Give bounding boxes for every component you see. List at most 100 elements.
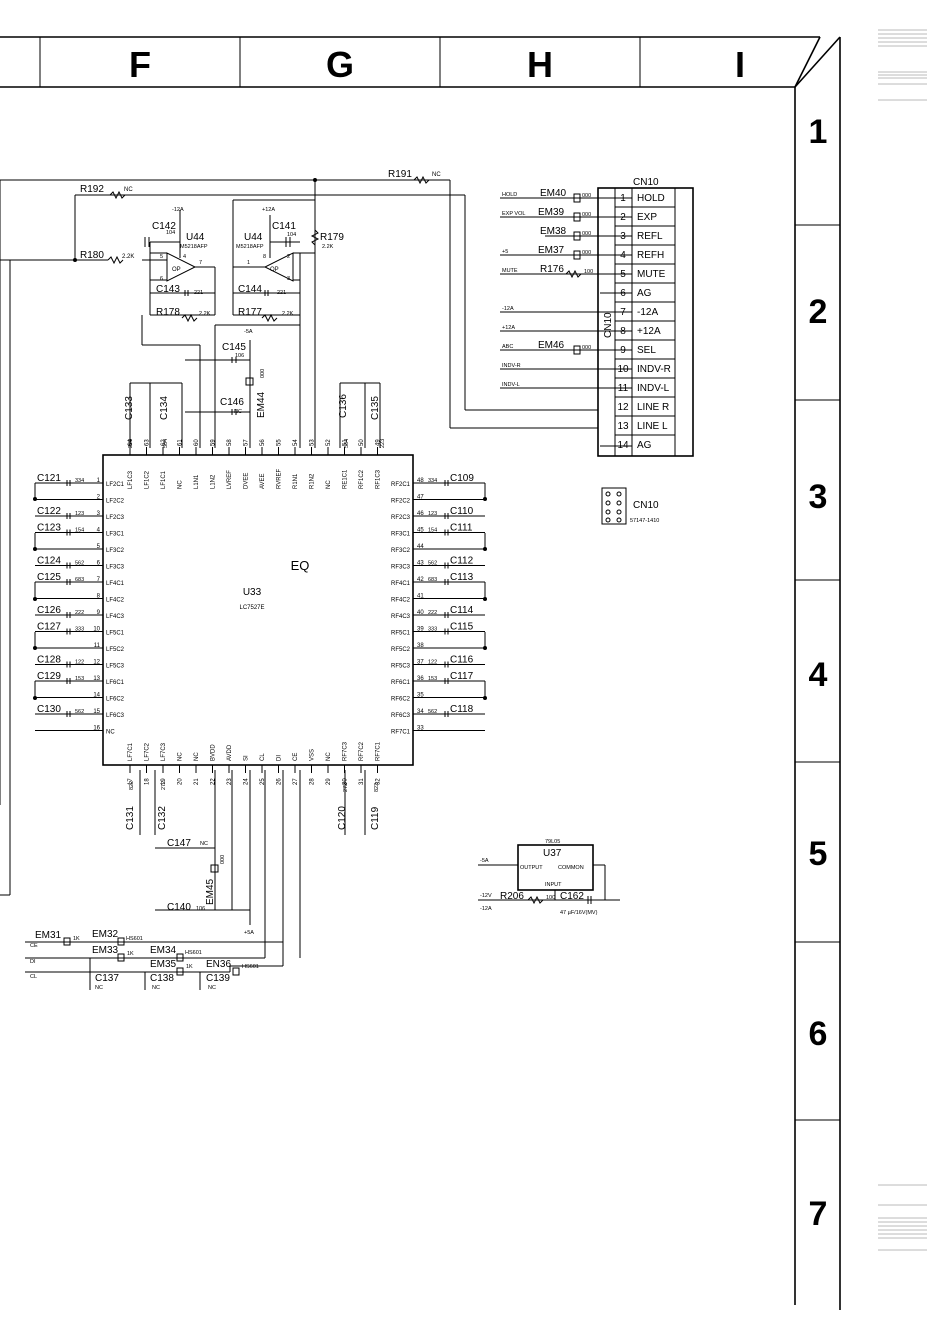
cap-right-val-C112: 562: [428, 561, 437, 567]
c141-value: 104: [287, 232, 296, 238]
regulator-input-label: INPUT: [545, 882, 562, 888]
cap-right-val-C111: 154: [428, 528, 437, 534]
cn10-part-number: 57147-1410: [630, 518, 659, 524]
pin-bottom-num-32: 32: [376, 778, 382, 785]
opamp-right-pin-1: 1: [247, 260, 250, 266]
em33-value: 1K: [127, 951, 134, 957]
em40-label: EM40: [540, 188, 567, 199]
r176-value: 100: [584, 269, 593, 275]
pin-bottom-name-17: LF7C1: [128, 742, 134, 761]
pin-left-name-5: LF3C2: [106, 548, 125, 554]
pin-left-name-4: LF3C1: [106, 532, 125, 538]
cap-right-val-C116: 122: [428, 660, 437, 666]
pin-right-num-42: 42: [417, 577, 424, 583]
pin-top-num-51: 51: [343, 439, 349, 446]
pin-bottom-name-25: CL: [260, 753, 266, 761]
cap-left-val-C122: 123: [75, 511, 84, 517]
cap-left-C127: C127: [37, 622, 61, 633]
c138-label: C138: [150, 973, 174, 984]
opamp-right: [214, 199, 320, 448]
cn10-pin-name-5: MUTE: [637, 269, 666, 280]
r178-resistor: [181, 313, 198, 323]
net-minus12a-reg: -12A: [480, 906, 492, 912]
r179-label: R179: [320, 232, 344, 243]
c143-label: C143: [156, 284, 180, 295]
cap-right-C109: C109: [450, 473, 474, 484]
cn10-pin-num-13: 13: [617, 421, 629, 432]
c132-label: C132: [157, 806, 168, 830]
row-label-4: 4: [809, 656, 828, 694]
pin-top-name-53: R1N2: [310, 473, 316, 489]
c135-value: 223: [380, 439, 386, 448]
em35-value: 1K: [186, 964, 193, 970]
pin-top-num-60: 60: [194, 439, 200, 446]
em45-value: 000: [220, 855, 226, 864]
cn10-pin-name-2: EXP: [637, 212, 657, 223]
em40-value: 000: [582, 193, 591, 199]
c141-label: C141: [272, 221, 296, 232]
net-plus12a: +12A: [502, 325, 515, 331]
pin-bottom-num-19: 19: [161, 778, 167, 785]
c119-value: 822: [374, 783, 380, 792]
c136-value: 584: [344, 439, 350, 448]
c134-label: C134: [159, 396, 170, 420]
r178-value: 2.2K: [199, 311, 211, 317]
pin-left-name-3: LF2C3: [106, 515, 125, 521]
pin-left-name-1: LF2C1: [106, 482, 125, 488]
pin-bottom-num-17: 17: [128, 778, 134, 785]
cap-right-C117: C117: [450, 671, 474, 682]
r192-resistor: [109, 190, 126, 200]
cn10-pin-name-14: AG: [637, 440, 652, 451]
c120-label: C120: [337, 806, 348, 830]
cap-left-val-C130: 562: [75, 709, 84, 715]
opamp-right-op: OP: [270, 267, 279, 273]
pin-right-name-38: RF5C2: [391, 647, 411, 653]
cap-left-C125: C125: [37, 572, 61, 583]
pin-left-num-8: 8: [97, 594, 101, 600]
pin-right-num-41: 41: [417, 594, 424, 600]
pin-bottom-num-31: 31: [359, 778, 365, 785]
opamp-right-supply: +12A: [262, 207, 275, 213]
pin-top-num-58: 58: [227, 439, 233, 446]
row-label-2: 2: [809, 293, 828, 331]
wires-control: [25, 930, 301, 990]
pin-left-num-16: 16: [93, 726, 100, 732]
pin-bottom-name-23: AVDD: [227, 744, 233, 761]
pin-left-name-16: NC: [106, 730, 115, 736]
em32-value: HS601: [126, 936, 143, 942]
column-label-g: G: [326, 44, 354, 85]
cap-right-C110: C110: [450, 506, 474, 517]
c146-value: NC: [234, 409, 242, 415]
pin-top-num-55: 55: [277, 439, 283, 446]
net-mute: MUTE: [502, 268, 518, 274]
r180-resistor: [107, 255, 124, 265]
opamp-right-pin-2: 2: [287, 254, 290, 260]
pin-bottom-num-29: 29: [326, 778, 332, 785]
opamp-left-ref: U44: [186, 232, 205, 243]
pin-left-num-14: 14: [93, 693, 100, 699]
pos5a-label: +5A: [244, 930, 254, 936]
cap-right-C115: C115: [450, 622, 474, 633]
cap-right-C112: C112: [450, 556, 474, 567]
c132-value: 272: [161, 781, 167, 790]
net-minus12v: -12V: [480, 893, 492, 899]
em38-value: 000: [582, 231, 591, 237]
cn10-wires: [500, 193, 632, 447]
net-abc: ABC: [502, 344, 513, 350]
cap-right-val-C109: 334: [428, 478, 437, 484]
r191-value: NC: [432, 172, 441, 178]
row-label-5: 5: [809, 835, 828, 873]
c147-label: C147: [167, 838, 191, 849]
pin-left-name-11: LF5C2: [106, 647, 125, 653]
pin-bottom-num-24: 24: [244, 778, 250, 785]
c133-value: 223: [128, 439, 134, 448]
pin-right-num-39: 39: [417, 627, 424, 633]
c139-label: C139: [206, 973, 230, 984]
c131-label: C131: [125, 806, 136, 830]
c131-value: 822: [129, 781, 135, 790]
c140-value: 106: [196, 906, 205, 912]
pin-left-name-13: LF6C1: [106, 680, 125, 686]
pin-top-name-49: RF1C3: [376, 469, 382, 489]
opamp-right-pin-8: 8: [263, 254, 266, 260]
c136-label: C136: [338, 394, 349, 418]
